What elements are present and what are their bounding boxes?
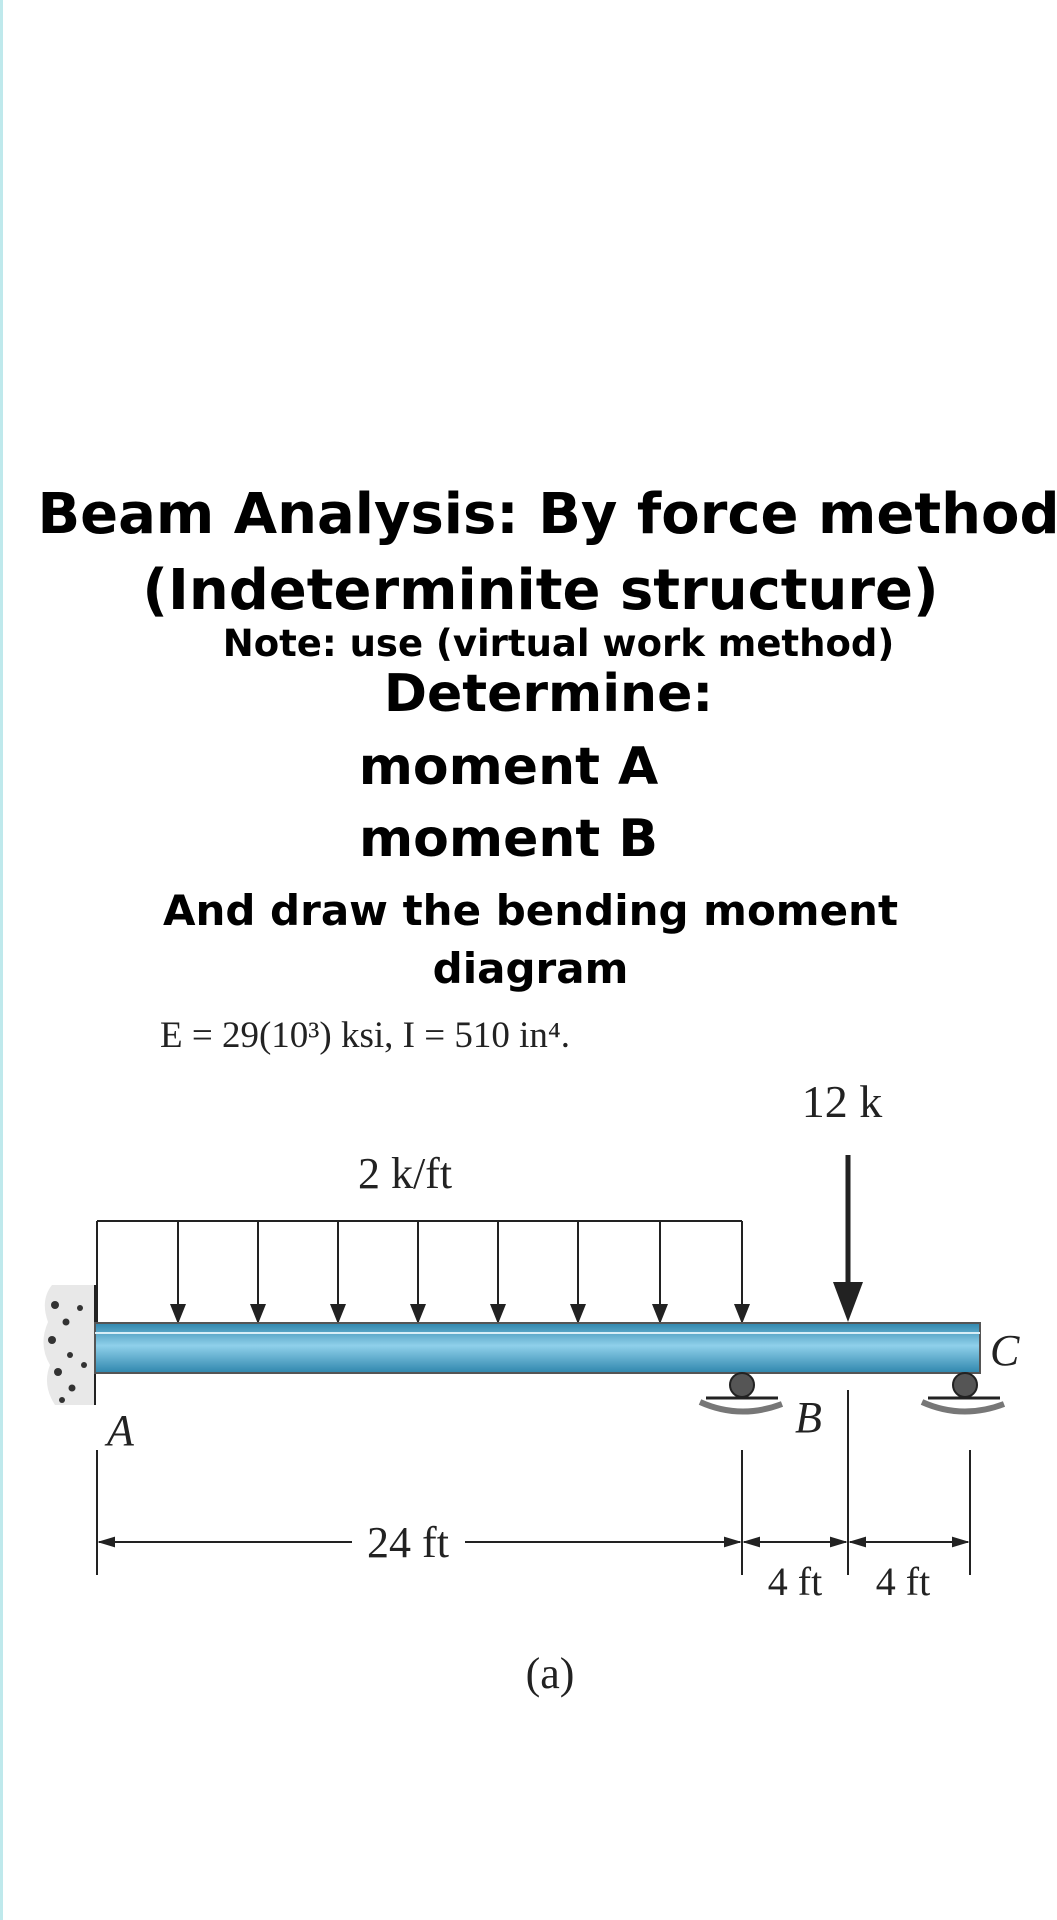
title-line-2: (Indeterminite structure)	[142, 558, 939, 623]
span-ab-label: 24 ft	[367, 1518, 449, 1567]
beam-diagram: 2 k/ft 12 k A B C	[43, 1076, 1020, 1698]
distributed-load-label: 2 k/ft	[358, 1149, 452, 1198]
roller-support-b	[698, 1372, 784, 1415]
end-c-label: C	[990, 1326, 1020, 1375]
point-load-label: 12 k	[802, 1076, 883, 1127]
support-b-label: B	[795, 1393, 822, 1442]
left-edge-stripe	[0, 0, 3, 1920]
support-a-label: A	[104, 1406, 135, 1455]
span-b-load-label: 4 ft	[768, 1559, 822, 1604]
instruction-line-2: diagram	[432, 944, 629, 993]
fixed-support-a	[43, 1285, 96, 1405]
figure-caption: (a)	[526, 1649, 575, 1698]
moment-a-label: moment A	[358, 737, 659, 797]
span-load-c-label: 4 ft	[876, 1559, 930, 1604]
dimension-extension-lines	[96, 1390, 971, 1575]
roller-support-c	[920, 1372, 1006, 1415]
method-note: Note: use (virtual work method)	[222, 622, 895, 665]
moment-b-label: moment B	[359, 809, 658, 869]
instruction-line-1: And draw the bending moment	[162, 886, 899, 935]
point-load-arrow	[833, 1155, 863, 1322]
beam	[94, 1322, 981, 1374]
distributed-load	[96, 1220, 750, 1324]
title-line-1: Beam Analysis: By force method	[37, 482, 1057, 547]
material-properties: E = 29(10³) ksi, I = 510 in⁴.	[160, 1015, 570, 1056]
determine-heading: Determine:	[383, 664, 714, 724]
